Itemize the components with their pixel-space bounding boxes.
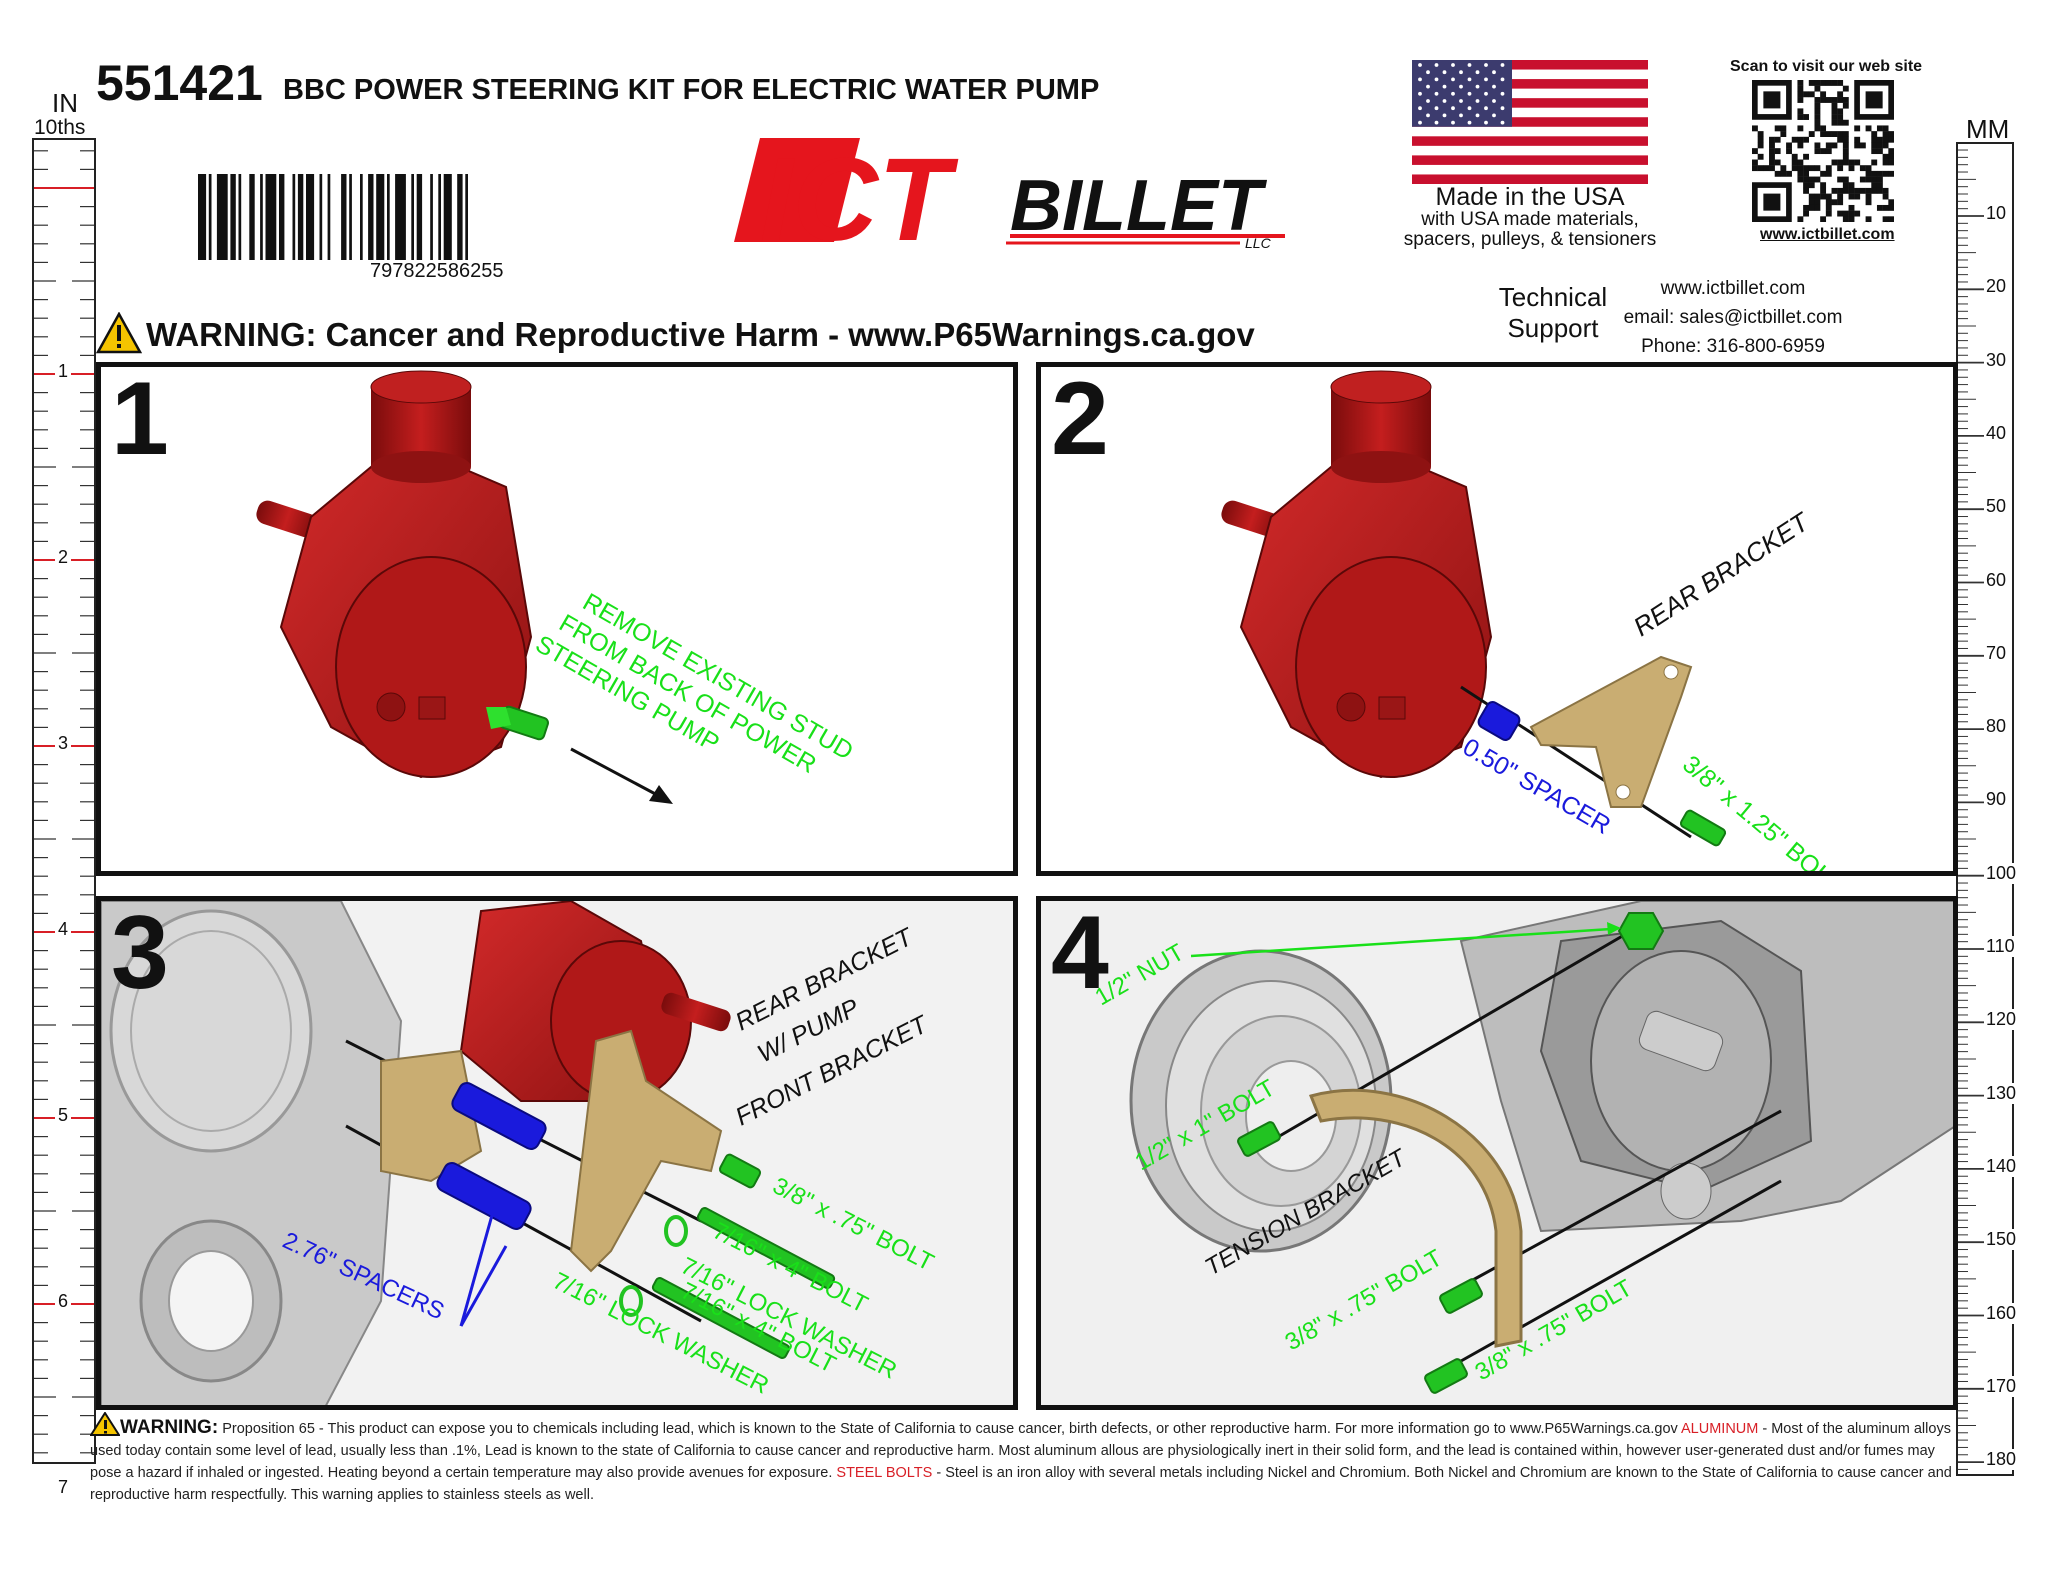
- front-bracket-part: [569, 1029, 723, 1273]
- qr-code[interactable]: [1752, 80, 1895, 223]
- logo-billet: BILLET: [1010, 166, 1268, 246]
- footer-steel-label: STEEL BOLTS: [836, 1465, 933, 1481]
- part-number: 551421: [96, 55, 263, 111]
- pulley: [1129, 949, 1393, 1253]
- ruler-inch-label: 5: [55, 1105, 72, 1126]
- ruler-mm-label: 80: [1984, 716, 2009, 738]
- ruler-mm-label: 70: [1984, 642, 2009, 664]
- barcode: [198, 174, 660, 260]
- prop65-footer: WARNING: Proposition 65 - This product c…: [89, 1411, 1960, 1506]
- footer-prop65-text: Proposition 65 - This product can expose…: [222, 1421, 1678, 1437]
- ruler-inch-label: 4: [55, 919, 72, 940]
- step2-bolt-label: 3/8" x 1.25" BOLT: [1677, 750, 1847, 876]
- footer-warning-word: WARNING:: [120, 1417, 219, 1438]
- ruler-inch-label: 6: [55, 1291, 72, 1312]
- ruler-mm-label: 140: [1984, 1155, 2019, 1177]
- ruler-mm-label: 100: [1984, 862, 2019, 884]
- ruler-inch-label: 1: [55, 361, 72, 382]
- ruler-mm-label: 130: [1984, 1082, 2019, 1104]
- qr-url-link[interactable]: www.ictbillet.com: [1760, 226, 1895, 243]
- step-number: 4: [1051, 896, 1109, 1011]
- ruler-mm-label: 110: [1984, 936, 2017, 957]
- footer-steel-text: - Steel is an iron alloy with several me…: [90, 1465, 1952, 1503]
- made-in-usa-line3: spacers, pulleys, & tensioners: [1403, 229, 1657, 251]
- logo-ict: ICT: [760, 138, 959, 248]
- ruler-mm-label: 20: [1984, 276, 2009, 298]
- support-phone: Phone: 316-800-6959: [1641, 336, 1825, 357]
- warning-triangle-icon: [96, 312, 142, 354]
- support-label-line2: Support: [1507, 313, 1599, 344]
- spacer-arrows: [459, 1200, 508, 1327]
- support-label: Technical Support: [1488, 282, 1618, 344]
- ruler-right-unit: MM: [1966, 114, 2010, 144]
- barcode-number: 797822586255: [370, 260, 504, 282]
- ruler-inch-label: 3: [55, 733, 72, 754]
- step-1-panel: 1 REMOVE EXISTIN: [96, 362, 1018, 876]
- ruler-mm-label: 90: [1984, 789, 2009, 811]
- ruler-inches: [32, 138, 96, 1464]
- step-number: 3: [111, 896, 169, 1011]
- ruler-mm-label: 180: [1984, 1449, 2019, 1471]
- kit-title: BBC POWER STEERING KIT FOR ELECTRIC WATE…: [283, 74, 1100, 106]
- bolt-part: [1679, 809, 1727, 847]
- support-label-line1: Technical: [1498, 282, 1608, 312]
- step-number: 1: [111, 362, 169, 477]
- warning-triangle-icon: [89, 1411, 121, 1436]
- footer-aluminum-text: - Most of the aluminum alloys used today…: [90, 1421, 1951, 1481]
- rear-bracket-part: [1529, 655, 1693, 808]
- spacers-part: [436, 1082, 547, 1230]
- barcode-bars: [198, 174, 468, 260]
- power-steering-pump: [256, 370, 533, 779]
- ruler-mm-label: 60: [1984, 569, 2009, 591]
- ruler-inch-label: 7: [55, 1477, 72, 1498]
- ruler-mm-label: 120: [1984, 1009, 2019, 1031]
- made-in-usa-line1: Made in the USA: [1435, 183, 1625, 211]
- qr-caption: Scan to visit our web site: [1730, 58, 1923, 75]
- bolts-and-washers: [619, 1153, 836, 1359]
- stud-part: [486, 705, 549, 741]
- ruler-left-sub: 10ths: [34, 116, 86, 139]
- ruler-left-unit: IN: [52, 88, 78, 118]
- made-in-usa: Made in the USA with USA made materials,…: [1380, 184, 1680, 250]
- ruler-mm-label: 30: [1984, 349, 2009, 371]
- timing-cover: [101, 901, 403, 1405]
- ict-billet-logo: ICT BILLET LLC: [720, 134, 1332, 266]
- made-in-usa-line2: with USA made materials,: [1421, 209, 1639, 231]
- step1-label-line2: FROM BACK OF POWER: [554, 609, 821, 779]
- engine-assembly: [1459, 901, 1953, 1233]
- nut-leader-arrow: [1190, 922, 1621, 958]
- step2-rear-bracket-label: REAR BRACKET: [1628, 506, 1816, 642]
- spacer-part: [1477, 701, 1521, 741]
- power-steering-pump: [1221, 370, 1493, 779]
- ruler-mm-label: 40: [1984, 422, 2009, 444]
- ruler-inch-label: 2: [55, 547, 72, 568]
- step-number: 2: [1051, 362, 1109, 477]
- us-flag-icon: [1412, 60, 1648, 185]
- tension-bracket-part: [1308, 1088, 1523, 1348]
- step-4-panel: 1/2" NUT 1/2" x 1" BOLT TENSION BRACKET …: [1036, 896, 1958, 1410]
- support-contact: www.ictbillet.com email: sales@ictbillet…: [1608, 274, 1858, 361]
- ruler-mm-label: 170: [1984, 1375, 2019, 1397]
- nut-part: [1617, 912, 1665, 950]
- warning-banner-text: WARNING: Cancer and Reproductive Harm - …: [146, 316, 1255, 353]
- logo-graphic: ICT BILLET LLC: [734, 134, 1285, 266]
- ruler-mm-label: 50: [1984, 496, 2009, 518]
- footer-aluminum-label: ALUMINUM: [1681, 1421, 1759, 1437]
- ruler-mm-label: 150: [1984, 1229, 2019, 1251]
- step2-spacer-label: 0.50" SPACER: [1458, 733, 1615, 840]
- support-email[interactable]: email: sales@ictbillet.com: [1623, 307, 1843, 328]
- ruler-mm-label: 10: [1984, 203, 2009, 224]
- bolt-parts: [1237, 1121, 1483, 1394]
- support-website-link[interactable]: www.ictbillet.com: [1660, 278, 1806, 299]
- step4-bolt-label-1: 3/8" x .75" BOLT: [1281, 1244, 1448, 1356]
- removal-arrow: [570, 747, 673, 804]
- step-2-panel: 2 REAR BRACKET 0.50" SPACER 3/8" x 1.25"…: [1036, 362, 1958, 876]
- logo-llc: LLC: [1245, 235, 1272, 248]
- ruler-mm-label: 160: [1984, 1302, 2019, 1324]
- step-3-panel: REAR BRACKET W/ PUMP FRONT BRACKET 3/8" …: [96, 896, 1018, 1410]
